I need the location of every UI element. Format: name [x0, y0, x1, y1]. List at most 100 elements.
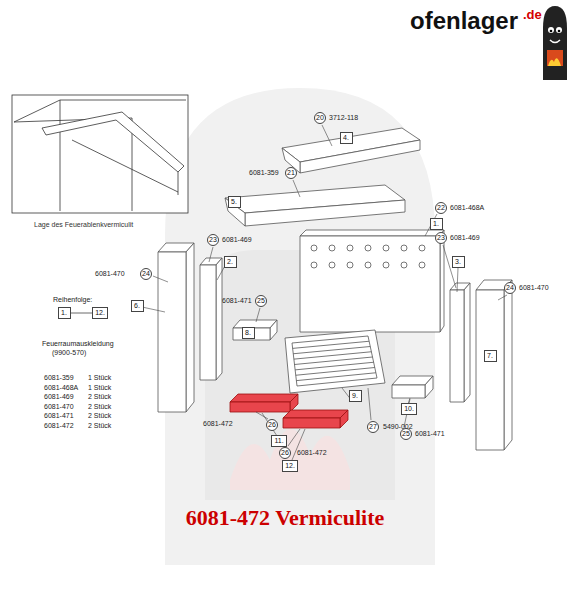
part-number: 6081-471 — [415, 430, 445, 438]
table-cell: 6081-469 — [44, 393, 74, 401]
part-number: 6081-472 — [203, 420, 233, 428]
side-brick-left — [158, 243, 194, 412]
highlighted-brick — [283, 410, 348, 428]
callout-circle: 26 — [266, 419, 278, 431]
callout-box: 12. — [282, 460, 298, 472]
callout-circle: 23 — [435, 232, 447, 244]
callout-circle: 25 — [400, 428, 412, 440]
part-number: 6081-468A — [450, 204, 484, 212]
back-panel — [300, 230, 444, 332]
floor-brick — [392, 376, 433, 398]
callout-number: 24 — [506, 284, 514, 292]
callout-number: 12. — [95, 309, 105, 317]
panel-hole — [419, 262, 425, 268]
callout-box: 6. — [131, 300, 144, 312]
callout-number: 3. — [455, 258, 461, 266]
panel-hole — [347, 245, 353, 251]
callout-circle: 21 — [285, 167, 297, 179]
callout-number: 11. — [274, 437, 283, 445]
callout-box: 10. — [401, 403, 417, 415]
grate-bar — [296, 373, 376, 381]
panel-hole — [401, 262, 407, 268]
floor-brick — [233, 320, 277, 340]
baffle-part — [282, 128, 420, 173]
part-number: 6081-472 — [297, 449, 327, 457]
table-cell: 1 Stück — [88, 384, 111, 392]
panel-hole — [401, 245, 407, 251]
part-number: 6081-469 — [450, 234, 480, 242]
part-number: 6081-469 — [222, 236, 252, 244]
callout-box: 9. — [349, 390, 362, 402]
table-cell: 6081-359 — [44, 374, 74, 382]
table-cell: 6081-472 — [44, 422, 74, 430]
table-cell: 6081-471 — [44, 412, 74, 420]
callout-circle: 24 — [140, 268, 152, 280]
panel-hole — [329, 245, 335, 251]
callout-box: 1. — [430, 218, 443, 230]
callout-box: 7. — [484, 350, 497, 362]
order-note: Reihenfolge: — [53, 296, 92, 304]
callout-number: 1. — [61, 309, 67, 317]
callout-box: 11. — [271, 435, 287, 447]
panel-hole — [365, 245, 371, 251]
panel-hole — [329, 262, 335, 268]
inset-caption: Lage des Feuerablenkvermiculit — [34, 221, 133, 229]
callout-number: 26 — [281, 449, 289, 457]
callout-number: 21 — [287, 169, 295, 177]
callout-box: 12. — [92, 307, 108, 319]
highlighted-brick — [230, 394, 298, 412]
list-heading: Feuerraumauskleidung — [42, 340, 114, 348]
callout-number: 8. — [245, 329, 251, 337]
logo-suffix: .de — [523, 8, 542, 22]
panel-hole — [347, 262, 353, 268]
panel-hole — [311, 245, 317, 251]
callout-number: 2. — [227, 258, 233, 266]
callout-box: 4. — [340, 132, 353, 144]
table-cell: 2 Stück — [88, 393, 111, 401]
callout-number: 22 — [437, 204, 445, 212]
callout-number: 7. — [487, 352, 493, 360]
panel-hole — [383, 245, 389, 251]
part-number: 6081-359 — [249, 169, 279, 177]
side-panel-right — [450, 283, 470, 402]
callout-circle: 25 — [255, 295, 267, 307]
callout-number: 4. — [343, 134, 349, 142]
part-number: 6081-470 — [519, 284, 549, 292]
callout-box: 3. — [452, 256, 465, 268]
panel-hole — [311, 262, 317, 268]
callout-box: 1. — [58, 307, 71, 319]
callout-number: 25 — [402, 430, 410, 438]
callout-number: 20 — [316, 114, 324, 122]
callout-number: 25 — [257, 297, 265, 305]
callout-circle: 22 — [435, 202, 447, 214]
panel-hole — [365, 262, 371, 268]
callout-box: 8. — [242, 327, 255, 339]
table-cell: 2 Stück — [88, 403, 111, 411]
callout-number: 23 — [437, 234, 445, 242]
callout-circle: 26 — [279, 447, 291, 459]
page-title: 6081-472 Vermiculite — [0, 506, 570, 530]
callout-number: 23 — [209, 236, 217, 244]
callout-number: 24 — [142, 270, 150, 278]
panel-hole — [419, 245, 425, 251]
callout-number: 5. — [231, 198, 237, 206]
list-heading: (9900-570) — [52, 349, 86, 357]
table-cell: 2 Stück — [88, 422, 111, 430]
table-cell: 6081-468A — [44, 384, 78, 392]
side-brick-right — [476, 280, 512, 450]
side-panel-left — [200, 258, 222, 380]
logo-text: ofenlager — [410, 8, 518, 34]
table-cell: 1 Stück — [88, 374, 111, 382]
vermiculite-baffle — [225, 185, 405, 226]
callout-number: 1. — [433, 220, 439, 228]
callout-circle: 24 — [504, 282, 516, 294]
leader-lines — [142, 125, 507, 460]
part-number: 6081-471 — [222, 297, 252, 305]
callout-number: 26 — [268, 421, 276, 429]
inset-detail — [12, 95, 188, 213]
callout-number: 27 — [369, 423, 377, 431]
callout-circle: 27 — [367, 421, 379, 433]
part-number: 3712-118 — [329, 114, 358, 122]
callout-box: 5. — [228, 196, 241, 208]
callout-number: 9. — [352, 392, 358, 400]
